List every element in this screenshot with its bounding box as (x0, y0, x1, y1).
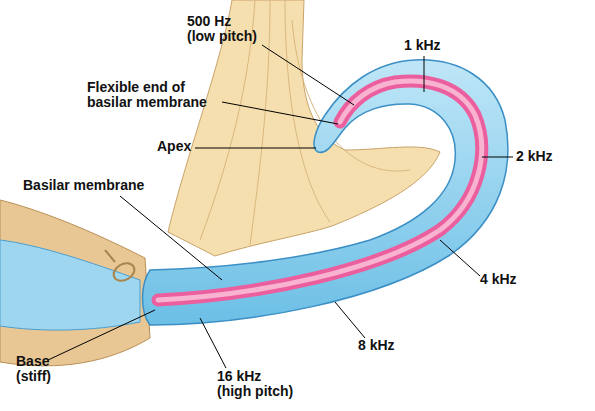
part-label: Flexible end of basilar membrane (87, 80, 212, 109)
leader-line (48, 310, 155, 360)
nerve-strand (285, 0, 330, 222)
part-label: Apex (157, 139, 191, 154)
bone-structure (0, 200, 150, 366)
pitch-label: 500 Hz (low pitch) (187, 14, 260, 43)
stapes-ring (110, 260, 137, 285)
stapes-head (105, 250, 115, 262)
leader-line (120, 196, 222, 280)
leader-lines (48, 45, 513, 368)
part-label: Basilar membrane (23, 178, 144, 193)
fluid-region (0, 240, 140, 330)
frequency-label: 4 kHz (480, 272, 517, 287)
frequency-label: 2 kHz (516, 149, 553, 164)
stapes (105, 250, 138, 284)
leader-line (424, 56, 425, 92)
frequency-label: 8 kHz (358, 338, 395, 353)
leader-line (335, 302, 365, 338)
leader-line (482, 157, 513, 158)
pitch-label: 16 kHz (high pitch) (217, 369, 296, 398)
leader-line (195, 148, 316, 149)
leader-line (200, 318, 226, 368)
leader-line (262, 45, 354, 105)
leader-line (222, 102, 338, 124)
nerve-fan (168, 0, 440, 256)
frequency-label: 1 kHz (404, 38, 441, 53)
leader-line (440, 240, 480, 276)
part-label: Base (stiff) (16, 354, 61, 383)
